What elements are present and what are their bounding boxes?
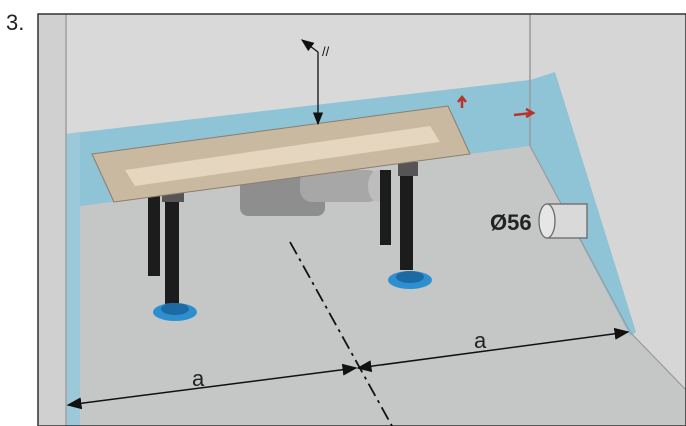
dimension-line-right — [356, 327, 630, 373]
pipe-stub — [538, 203, 588, 239]
left-wall — [38, 14, 66, 426]
parallel-mark: // — [322, 44, 330, 59]
adjustable-feet — [153, 271, 432, 321]
waterproof-tape-left — [66, 132, 80, 426]
drain-siphon — [240, 170, 388, 216]
drain-channel — [91, 105, 471, 203]
back-wall — [66, 14, 530, 134]
dimension-line-left — [66, 363, 358, 410]
pipe-diameter-label: Ø56 — [490, 210, 532, 235]
red-direction-arrows — [457, 94, 536, 119]
drain-legs — [148, 162, 418, 306]
dimension-label-right: a — [474, 328, 487, 353]
dimension-label-left: a — [192, 366, 205, 391]
install-direction-arrow — [300, 39, 324, 126]
step-number: 3. — [6, 10, 25, 35]
center-line — [289, 241, 393, 426]
